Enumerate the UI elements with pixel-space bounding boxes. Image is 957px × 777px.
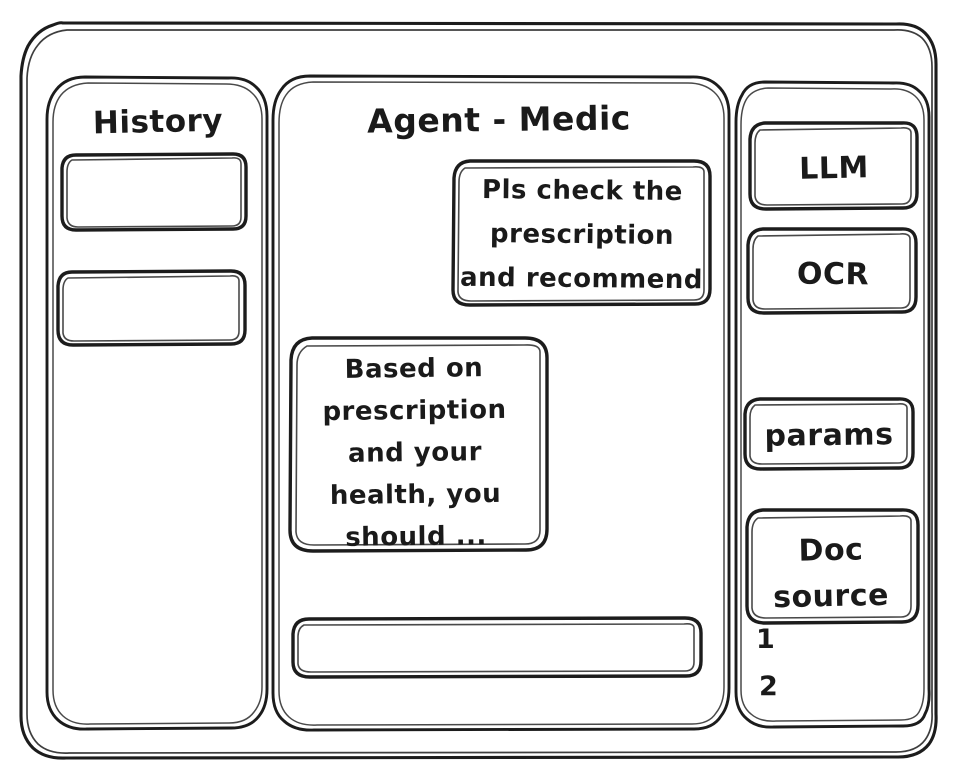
params-button[interactable]: params <box>743 397 915 471</box>
doc-source-line-2: source <box>773 578 889 615</box>
agent-title: Agent - Medic <box>367 98 631 140</box>
history-item-2[interactable] <box>56 269 247 347</box>
ocr-button-label: OCR <box>797 257 869 293</box>
llm-button-label: LLM <box>799 150 869 186</box>
doc-source-item-1-label: 1 <box>756 624 775 655</box>
history-title: History <box>93 103 224 142</box>
message-bubble-user: Pls check the prescription and recommend <box>451 159 712 307</box>
tools-panel <box>734 80 931 729</box>
window-frame <box>19 21 938 760</box>
user-message-line-2: prescription <box>490 219 674 251</box>
doc-source-button[interactable]: Doc source <box>745 508 920 625</box>
llm-button[interactable]: LLM <box>748 121 919 211</box>
doc-source-item-2[interactable]: 2 <box>759 671 778 702</box>
assistant-message-line-5: should ... <box>345 521 487 553</box>
params-button-label: params <box>764 417 893 454</box>
user-message-line-3: and recommend <box>460 263 703 296</box>
message-bubble-assistant: Based on prescription and your health, y… <box>288 336 549 553</box>
assistant-message-line-1: Based on <box>345 353 484 385</box>
ocr-button[interactable]: OCR <box>746 227 918 315</box>
doc-source-line-1: Doc <box>798 532 864 568</box>
assistant-message-line-4: health, you <box>330 479 502 511</box>
assistant-message-line-3: and your <box>348 437 482 469</box>
agent-panel <box>271 74 731 732</box>
history-item-1[interactable] <box>60 152 248 232</box>
message-input[interactable] <box>291 616 703 679</box>
assistant-message-line-2: prescription <box>322 395 506 427</box>
doc-source-item-1[interactable]: 1 <box>756 624 775 655</box>
user-message-line-1: Pls check the <box>482 175 683 207</box>
doc-source-item-2-label: 2 <box>759 671 778 702</box>
history-panel <box>45 75 269 731</box>
